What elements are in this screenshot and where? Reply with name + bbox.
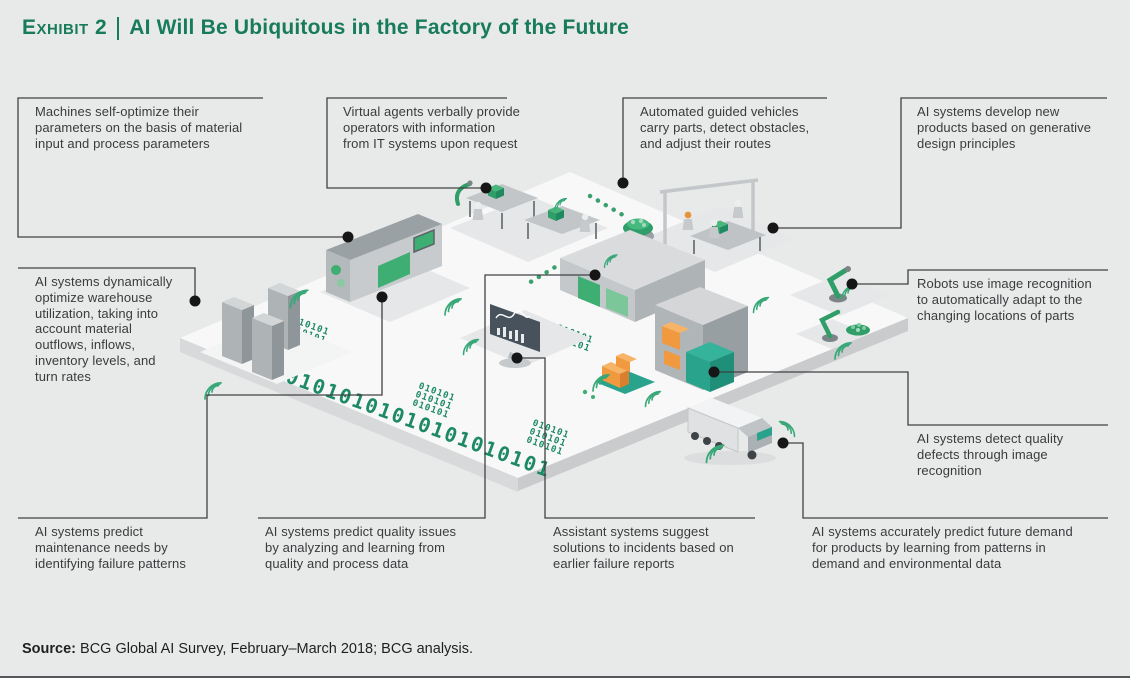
callout-connector-2 [326, 97, 507, 189]
callout-dot-4 [767, 222, 779, 234]
callout-machines-self-optimize: Machines self-optimize their parameters … [35, 104, 243, 151]
callout-quality-prediction: AI systems predict quality issues by ana… [265, 524, 457, 571]
workstation-tables [450, 180, 608, 262]
callout-dot-5 [189, 295, 201, 307]
pallet-boxes [582, 353, 655, 399]
callout-quality-defect-detection: AI systems detect quality defects throug… [917, 431, 1064, 478]
callout-connector-4 [773, 97, 1107, 229]
callout-dot-8 [376, 291, 388, 303]
exhibit-label: Exhibit 2 [22, 16, 108, 39]
green-panel-machine [560, 230, 705, 322]
callout-connector-7 [714, 371, 1108, 426]
callout-connector-10 [517, 357, 755, 519]
machine-screen [413, 228, 435, 254]
callout-dot-11 [777, 437, 789, 449]
callout-dot-9 [589, 269, 601, 281]
small-robot-arm [455, 182, 472, 206]
callout-assistant-systems: Assistant systems suggest solutions to i… [553, 524, 734, 571]
callout-dot-6 [846, 278, 858, 290]
callout-dot-10 [511, 352, 523, 364]
callout-dot-3 [617, 177, 629, 189]
warehouse-racks [200, 283, 352, 384]
callout-predictive-maintenance: AI systems predict maintenance needs by … [35, 524, 186, 571]
callout-connector-9 [258, 274, 595, 519]
callout-dot-1 [342, 231, 354, 243]
callout-connector-5 [18, 267, 196, 301]
callout-robots-image-recognition: Robots use image recognition to automati… [917, 276, 1092, 323]
callout-connector-11 [783, 442, 1108, 519]
source-label: Source: [22, 641, 76, 657]
source-line: Source: BCG Global AI Survey, February–M… [22, 641, 473, 657]
source-text: BCG Global AI Survey, February–March 201… [76, 641, 474, 657]
callout-virtual-agents: Virtual agents verbally provide operator… [343, 104, 521, 151]
callout-dots [189, 177, 858, 449]
callout-dot-2 [480, 182, 492, 194]
delivery-truck [684, 398, 776, 465]
callout-demand-prediction: AI systems accurately predict future dem… [812, 524, 1073, 571]
callout-dot-7 [708, 366, 720, 378]
callout-connectors [17, 97, 1108, 519]
page-title: AI Will Be Ubiquitous in the Factory of … [129, 16, 630, 39]
callout-automated-guided-vehicles: Automated guided vehicles carry parts, d… [640, 104, 810, 151]
cnc-machine [320, 214, 470, 322]
figure-header: Exhibit 2 AI Will Be Ubiquitous in the F… [22, 16, 629, 40]
callout-connector-3 [622, 97, 827, 183]
callout-warehouse-optimization: AI systems dynamically optimize warehous… [35, 274, 173, 384]
inspection-box-teal [686, 342, 734, 392]
callout-generative-design: AI systems develop new products based on… [917, 104, 1092, 151]
title-divider [117, 16, 120, 40]
robot-arms [790, 266, 890, 349]
callout-connector-1 [17, 97, 348, 238]
callout-connector-8 [18, 297, 383, 519]
callout-connector-6 [852, 269, 1108, 285]
quality-inspection-machine [655, 287, 748, 392]
machine-window [378, 252, 410, 288]
agv-dotted-path [587, 193, 631, 221]
